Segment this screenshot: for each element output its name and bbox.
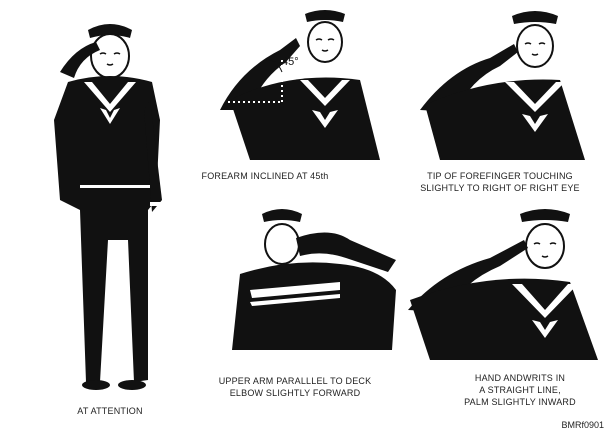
sailor-at-attention [54, 24, 162, 390]
sailor-head [91, 34, 129, 78]
sailor-forearm-45 [220, 10, 380, 160]
caption-upper-arm: UPPER ARM PARALLLEL TO DECK ELBOW SLIGHT… [205, 375, 385, 399]
sailor-upper-arm [232, 209, 396, 350]
sailor-forefinger [420, 11, 585, 160]
sailor-body [54, 76, 160, 382]
caption-forearm: FOREARM INCLINED AT 45th [180, 170, 350, 182]
angle-45-label: 45° [282, 56, 299, 68]
figure-code: BMRf0901 [561, 420, 604, 430]
caption-hand-wrist: HAND ANDWRITS IN A STRAIGHT LINE, PALM S… [440, 372, 600, 408]
caption-at-attention: AT ATTENTION [55, 405, 165, 417]
caption-forefinger: TIP OF FOREFINGER TOUCHING SLIGHTLY TO R… [400, 170, 600, 194]
sailor-hand-wrist [408, 209, 598, 360]
